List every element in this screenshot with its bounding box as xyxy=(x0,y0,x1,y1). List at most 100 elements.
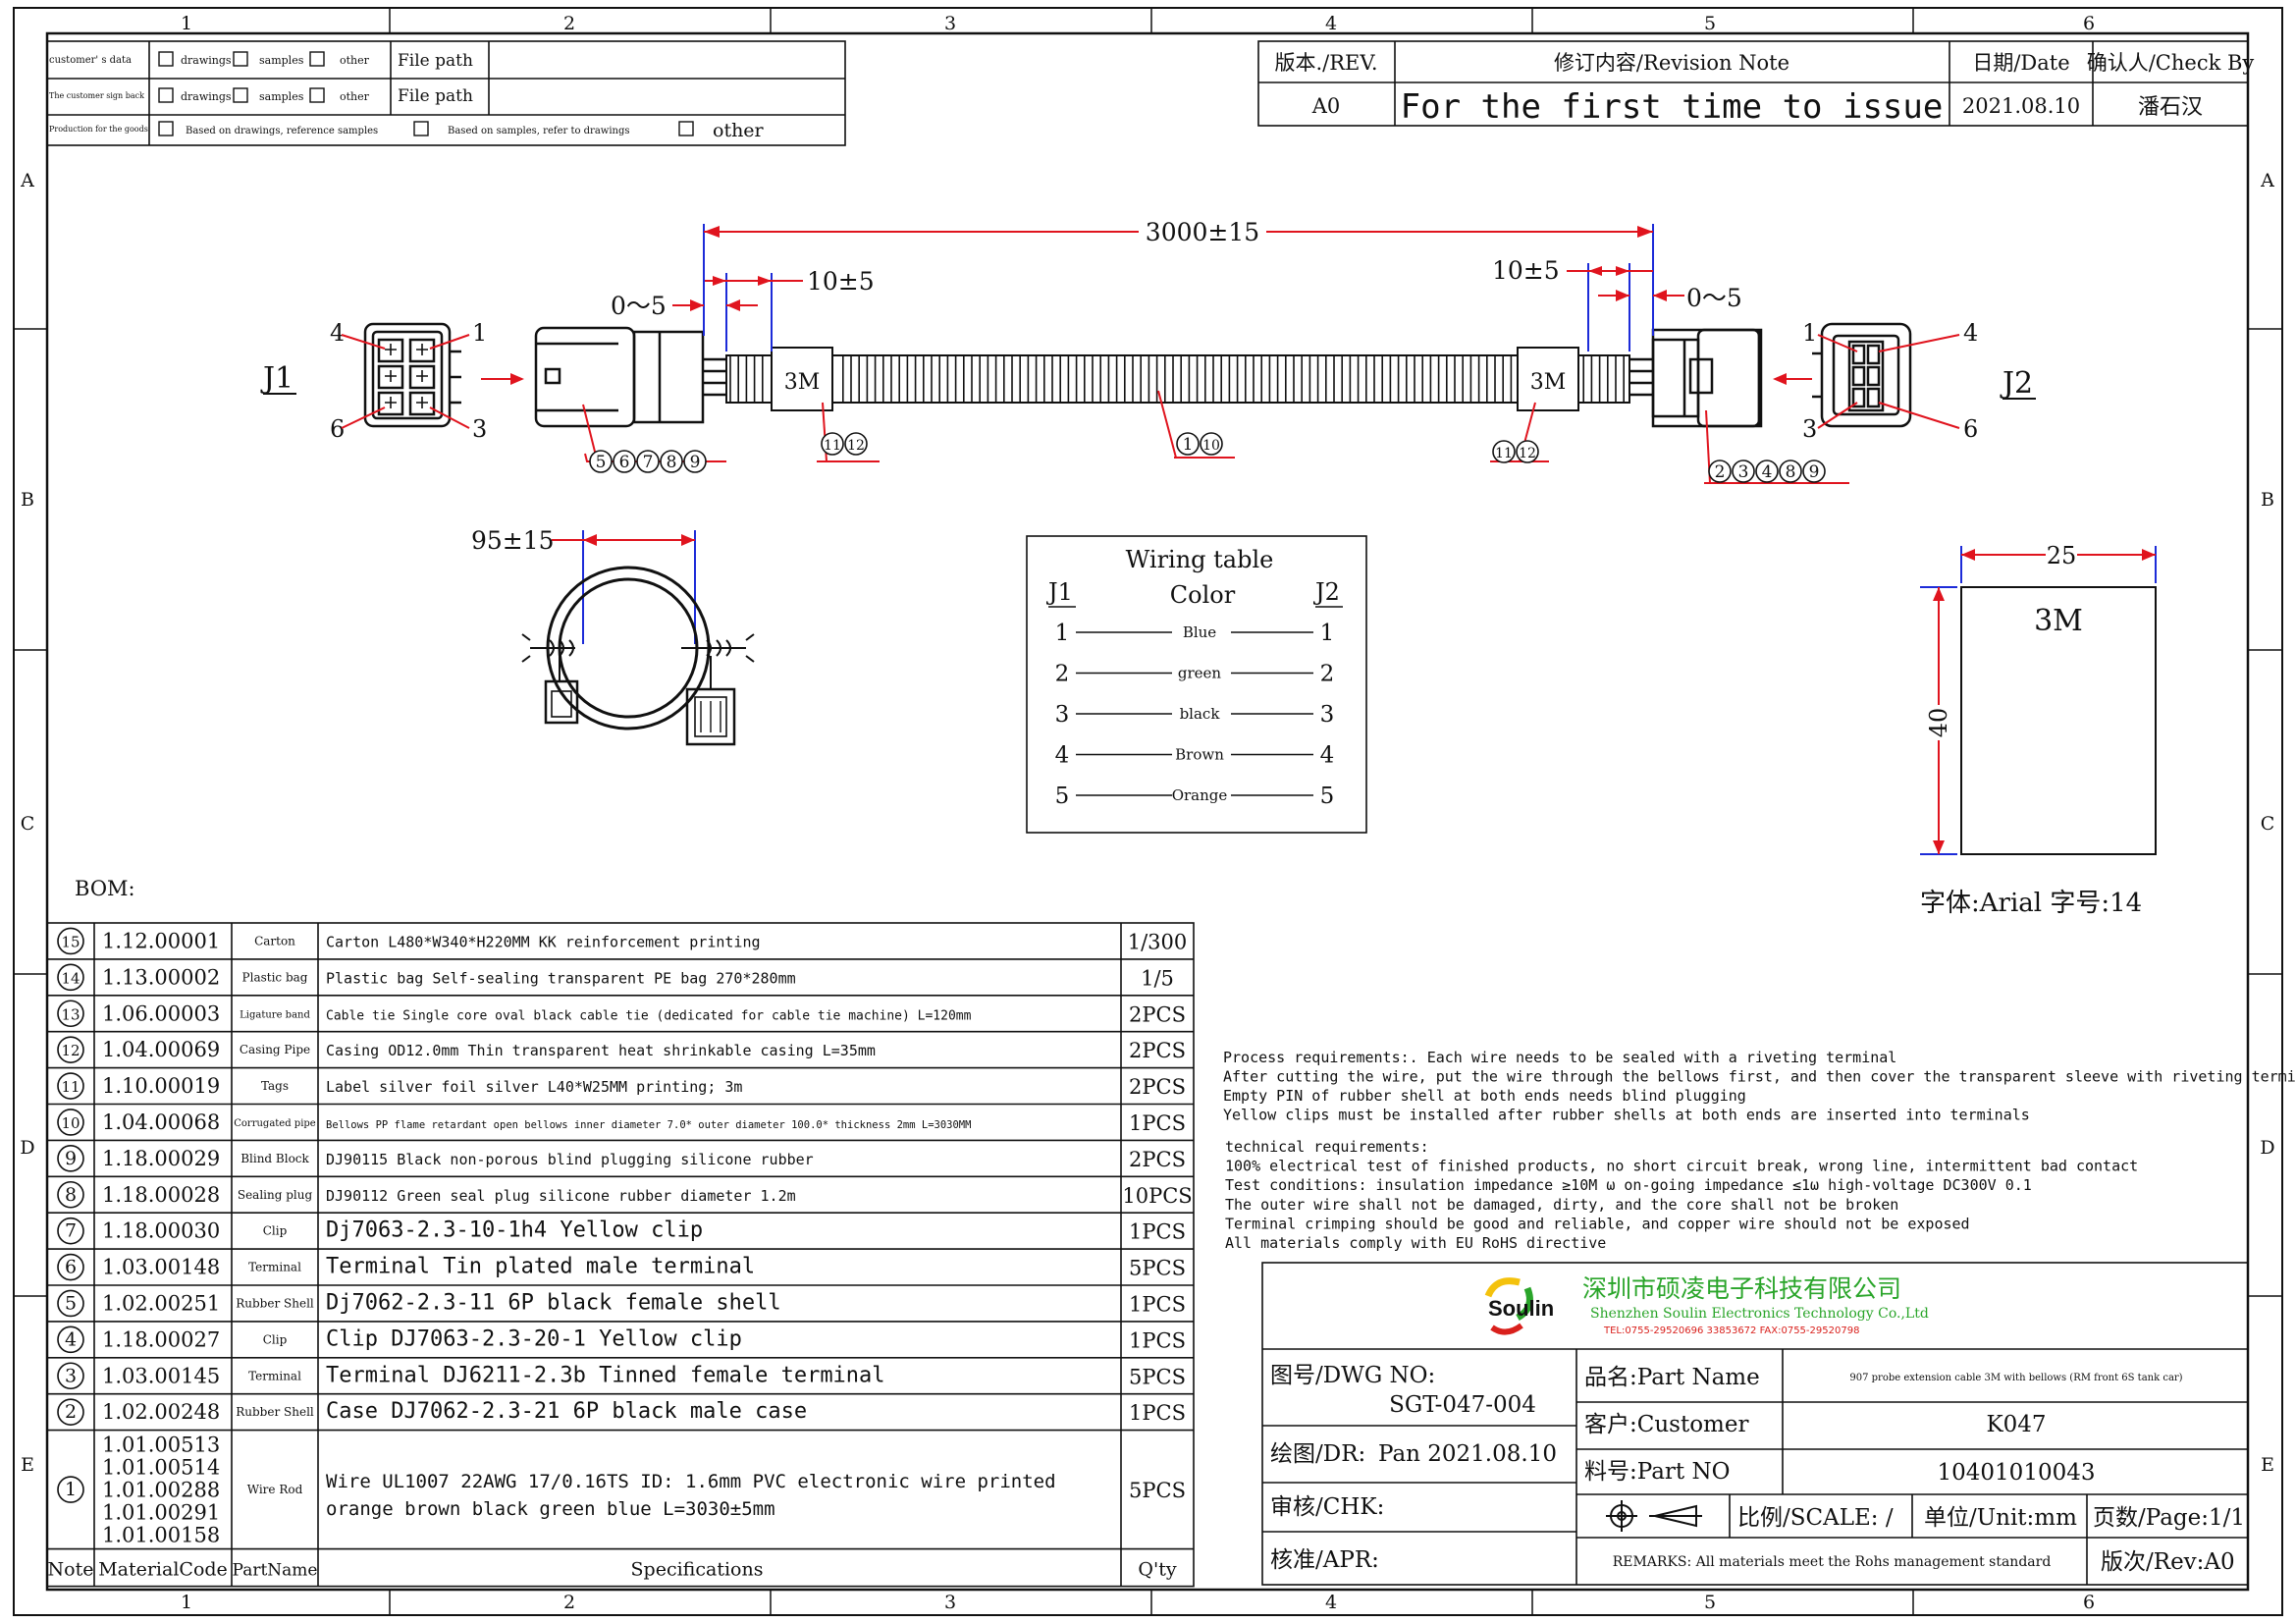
bom-material-code: 1.01.00291 xyxy=(102,1501,220,1525)
zone-labels: 1 2 3 4 5 6 1 2 3 4 5 6 A B C D E A B C … xyxy=(20,13,2274,1613)
wiring-color: Orange xyxy=(1172,786,1228,804)
j2-pin-1: 1 xyxy=(1802,319,1817,347)
outer-border xyxy=(13,7,2283,1616)
opt-other: other xyxy=(340,90,370,103)
label-detail: 3M 25 40 字体:Arial 字号:14 xyxy=(1920,542,2157,918)
zone-row-A: A xyxy=(20,170,34,191)
bom-material-code: 1.01.00288 xyxy=(102,1479,220,1502)
wiring-color: black xyxy=(1180,705,1221,723)
bom-material-code: 1.18.00027 xyxy=(102,1327,220,1351)
dim-left-b: 10±5 xyxy=(807,267,875,296)
bom-spec: orange brown black green blue L=3030±5mm xyxy=(326,1498,775,1520)
bom-note-circle xyxy=(57,1000,84,1028)
callout-number-left-connector: 7 xyxy=(643,453,654,472)
zone-col-3b: 3 xyxy=(944,1592,956,1613)
process-requirement: After cutting the wire, put the wire thr… xyxy=(1223,1068,2296,1086)
zone-row-B: B xyxy=(21,489,34,511)
checkbox[interactable] xyxy=(233,51,248,67)
font-note: 字体:Arial 字号:14 xyxy=(1920,889,2142,918)
bom-material-code: 1.18.00028 xyxy=(102,1183,220,1207)
callout-number-left-connector: 8 xyxy=(667,453,677,472)
callout-number-right-connector: 3 xyxy=(1738,462,1749,482)
callout-circle-left-connector xyxy=(683,450,707,473)
bom-material-code: 1.18.00029 xyxy=(102,1147,220,1170)
bom-part-name: Casing Pipe xyxy=(240,1043,310,1056)
bom-qty: 1PCS xyxy=(1129,1111,1186,1135)
company-cn: 深圳市硕凌电子科技有限公司 xyxy=(1582,1274,1901,1303)
bom-qty: 5PCS xyxy=(1129,1479,1186,1502)
rev-check-value: 潘石汉 xyxy=(2138,95,2203,120)
rev-header-date: 日期/Date xyxy=(1972,51,2069,75)
zone-col-4: 4 xyxy=(1325,13,1337,34)
process-requirement: Process requirements:. Each wire needs t… xyxy=(1223,1049,1896,1066)
callout-circle-right-label xyxy=(1492,440,1516,463)
checkbox[interactable] xyxy=(158,51,174,67)
bom-spec: Terminal Tin plated male terminal xyxy=(326,1255,755,1279)
bom-material-code: 1.04.00069 xyxy=(102,1038,220,1061)
checkbox[interactable] xyxy=(158,121,174,136)
page-value: 页数/Page:1/1 xyxy=(2093,1505,2245,1531)
callout-circle-right-label xyxy=(1516,440,1539,463)
zone-col-5b: 5 xyxy=(1704,1592,1716,1613)
wiring-pin-j1: 2 xyxy=(1055,662,1070,687)
bom-note: 13 xyxy=(61,1005,80,1023)
technical-requirement: The outer wire shall not be damaged, dir… xyxy=(1225,1196,1898,1214)
j1-pin-3: 3 xyxy=(472,415,487,443)
bom-part-name: Corrugated pipe xyxy=(234,1118,316,1129)
revision-table: 版本./REV. 修订内容/Revision Note 日期/Date 确认人/… xyxy=(1257,40,2254,127)
checkbox[interactable] xyxy=(678,121,694,136)
callout-number-right-label: 12 xyxy=(1519,446,1536,461)
callout-number-right-connector: 9 xyxy=(1809,462,1820,482)
technical-requirement: Terminal crimping should be good and rel… xyxy=(1225,1215,1970,1232)
bom-title: BOM: xyxy=(75,877,135,900)
chk-label: 审核/CHK: xyxy=(1270,1494,1384,1520)
bom-qty: 2PCS xyxy=(1129,1002,1186,1026)
process-requirement: Yellow clips must be installed after rub… xyxy=(1223,1107,2030,1124)
bom-qty: 5PCS xyxy=(1129,1365,1186,1388)
label-detail-text: 3M xyxy=(2034,604,2083,638)
checkbox[interactable] xyxy=(309,87,325,103)
checkbox[interactable] xyxy=(413,121,429,136)
wiring-j1: J1 xyxy=(1045,578,1073,606)
checkbox[interactable] xyxy=(309,51,325,67)
harness-drawing: J1 J2 4 1 6 3 xyxy=(260,218,2036,484)
customer-label: 客户:Customer xyxy=(1584,1412,1748,1437)
j1-pin-4: 4 xyxy=(330,319,345,347)
bom-header: MaterialCode xyxy=(98,1559,228,1581)
bom-note: 9 xyxy=(65,1148,77,1169)
bom-spec: Plastic bag Self-sealing transparent PE … xyxy=(326,969,796,987)
bom-material-code: 1.03.00148 xyxy=(102,1256,220,1279)
bom-note-circle xyxy=(57,1289,84,1318)
j2-pin-4: 4 xyxy=(1963,319,1978,347)
bom-part-name: Blind Block xyxy=(240,1152,309,1165)
bom-header: PartName xyxy=(233,1561,318,1581)
company-logo: Soulin xyxy=(1484,1277,1554,1335)
wiring-color: green xyxy=(1178,665,1222,682)
bom-material-code: 1.06.00003 xyxy=(102,1001,220,1025)
dim-left: 10±5 0～5 xyxy=(611,267,875,352)
callout-number-bellows: 10 xyxy=(1202,438,1220,454)
checkbox[interactable] xyxy=(233,87,248,103)
zone-col-2b: 2 xyxy=(563,1592,575,1613)
callout-circle-left-label xyxy=(821,432,844,456)
customer-value: K047 xyxy=(1986,1412,2046,1437)
tag-left xyxy=(771,347,833,411)
bellows-cable: 3M 3M xyxy=(725,347,1630,411)
bom-qty: 1PCS xyxy=(1129,1401,1186,1425)
checkbox[interactable] xyxy=(158,87,174,103)
bom-note: 12 xyxy=(61,1042,80,1059)
rev-value-tb: 版次/Rev:A0 xyxy=(2101,1549,2235,1575)
zone-row-C-right: C xyxy=(2261,813,2275,835)
bom-note-circle xyxy=(57,1476,84,1503)
bom-material-code: 1.04.00068 xyxy=(102,1110,220,1134)
bom-note-circle xyxy=(57,1180,84,1209)
bom-note-circle xyxy=(57,1036,84,1063)
callout-circle-bellows xyxy=(1176,432,1200,456)
bom-material-code: 1.03.00145 xyxy=(102,1364,220,1387)
bom-header: Q'ty xyxy=(1138,1559,1176,1581)
bom-note: 14 xyxy=(61,969,80,987)
zone-row-E-right: E xyxy=(2261,1454,2274,1476)
coil-dim-text: 95±15 xyxy=(471,526,555,555)
